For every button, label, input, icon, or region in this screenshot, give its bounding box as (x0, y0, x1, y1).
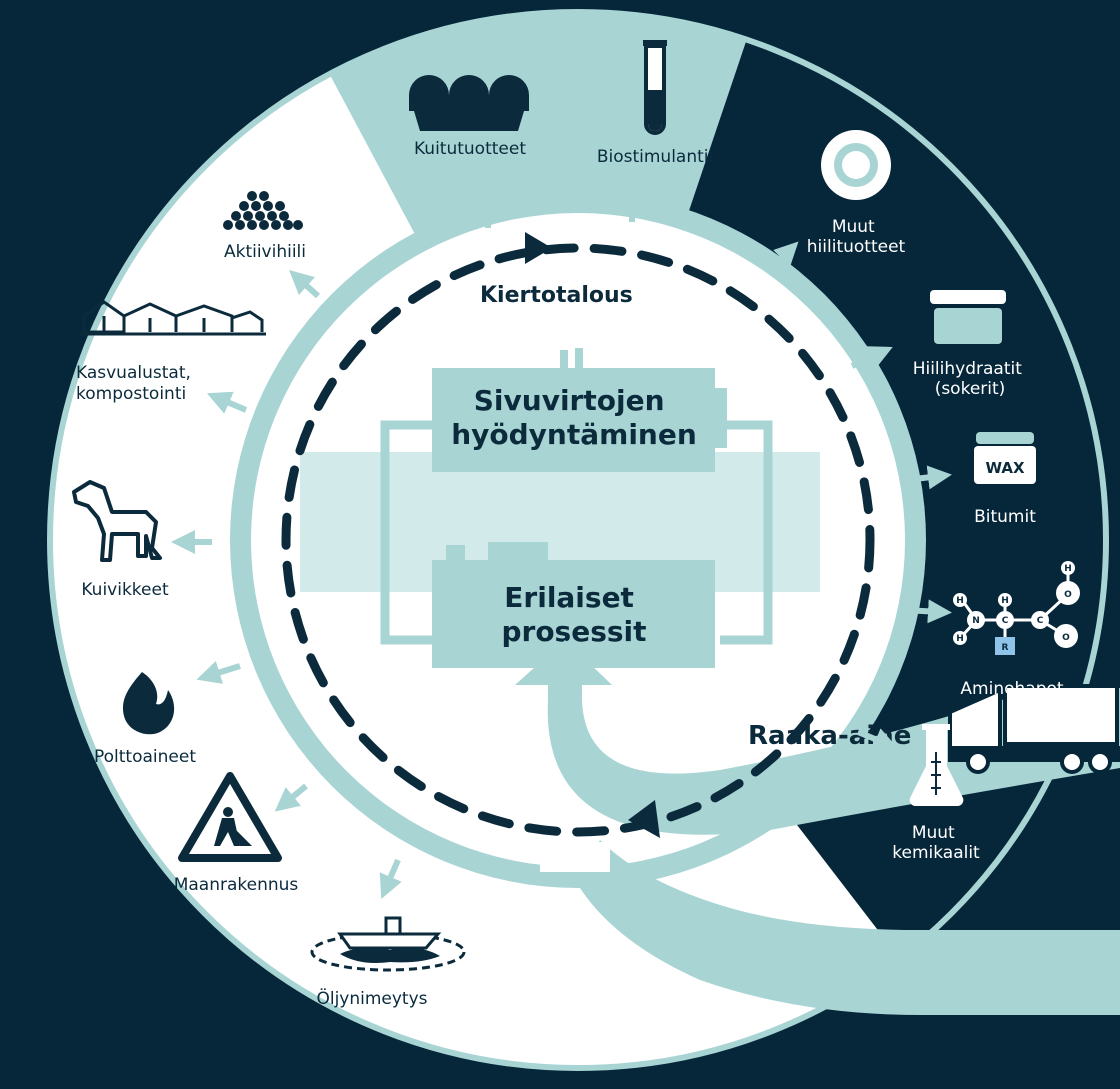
atom-label: C (1037, 616, 1044, 626)
activated-carbon-pile-icon (223, 191, 303, 230)
product-label: Maanrakennus (174, 875, 299, 895)
product-muut-hiilituotteet: Muut hiilituotteet (807, 130, 906, 257)
product-kuivikkeet: Kuivikkeet (72, 480, 169, 600)
product-aminohapot: H N H C H R C O O H Aminohapot (953, 561, 1080, 699)
atom-label: H (956, 634, 964, 644)
product-biostimulantit: Biostimulantit (597, 40, 716, 167)
product-kasvualustat: Kasvualustat, kompostointi (76, 300, 266, 404)
product-label: Kasvualustat, kompostointi (76, 363, 196, 404)
product-maanrakennus: Maanrakennus (174, 772, 299, 895)
atom-label: O (1064, 590, 1072, 600)
product-label: Muut kemikaalit (892, 823, 980, 863)
product-polttoaineet: Polttoaineet (94, 672, 196, 767)
raw-material-arrow (515, 640, 1120, 1015)
product-hiilihydraatit: Hiilihydraatit (sokerit) (913, 290, 1028, 399)
product-aktiivihiili: Aktiivihiili (223, 191, 306, 262)
atom-label: H (1064, 564, 1072, 574)
wax-jar-icon: WAX (974, 432, 1036, 484)
flame-icon (122, 672, 175, 735)
atom-label: C (1002, 616, 1009, 626)
oil-spill-boat-icon (310, 916, 466, 972)
output-arrows (171, 184, 952, 900)
atom-label: O (1062, 633, 1070, 643)
product-muut-kemikaalit: Muut kemikaalit (892, 724, 980, 863)
road-works-sign-icon (178, 772, 282, 862)
test-tube-icon (643, 40, 667, 135)
loop-arrowhead-bottom (628, 800, 660, 838)
loop-arrowhead-top (525, 232, 552, 264)
product-bitumit: WAX Bitumit (974, 432, 1036, 527)
pipe-loops (380, 420, 773, 645)
atom-label: H (1001, 596, 1009, 606)
greenhouse-icon (80, 300, 266, 336)
product-label: Öljynimeytys (316, 987, 427, 1009)
product-label: Hiilihydraatit (sokerit) (913, 359, 1028, 399)
product-label: Aminohapot (960, 679, 1063, 699)
jar-icon (930, 290, 1006, 344)
product-oljynimeytys: Öljynimeytys (310, 916, 466, 1009)
product-label: Polttoaineet (94, 747, 196, 767)
box-top-text: Sivuvirtojen hyödyntäminen (451, 384, 697, 451)
box-bottom-text: Erilaiset prosessit (501, 581, 646, 648)
product-label: Aktiivihiili (224, 242, 306, 262)
horse-icon (72, 480, 162, 562)
atom-label: N (972, 616, 980, 626)
flask-icon (909, 724, 964, 806)
cycle-label: Kiertotalous (480, 283, 633, 308)
product-label: Muut hiilituotteet (807, 217, 906, 257)
raw-material-label: Raaka-aine (748, 721, 911, 751)
atom-label: R (1002, 643, 1009, 653)
product-label: Bitumit (974, 507, 1036, 527)
product-label: Kuitutuotteet (414, 139, 526, 159)
circular-economy-loop (281, 232, 875, 872)
product-label: Biostimulantit (597, 147, 716, 167)
atom-label: H (956, 596, 964, 606)
box-top (432, 348, 727, 472)
egg-carton-icon (409, 75, 529, 131)
truck-icon (948, 684, 1120, 774)
wax-badge: WAX (985, 459, 1024, 477)
product-kuitutuotteet: Kuitutuotteet (409, 75, 529, 159)
box-bottom (432, 542, 715, 668)
product-label: Kuivikkeet (81, 580, 169, 600)
carbon-disc-icon (821, 130, 891, 200)
